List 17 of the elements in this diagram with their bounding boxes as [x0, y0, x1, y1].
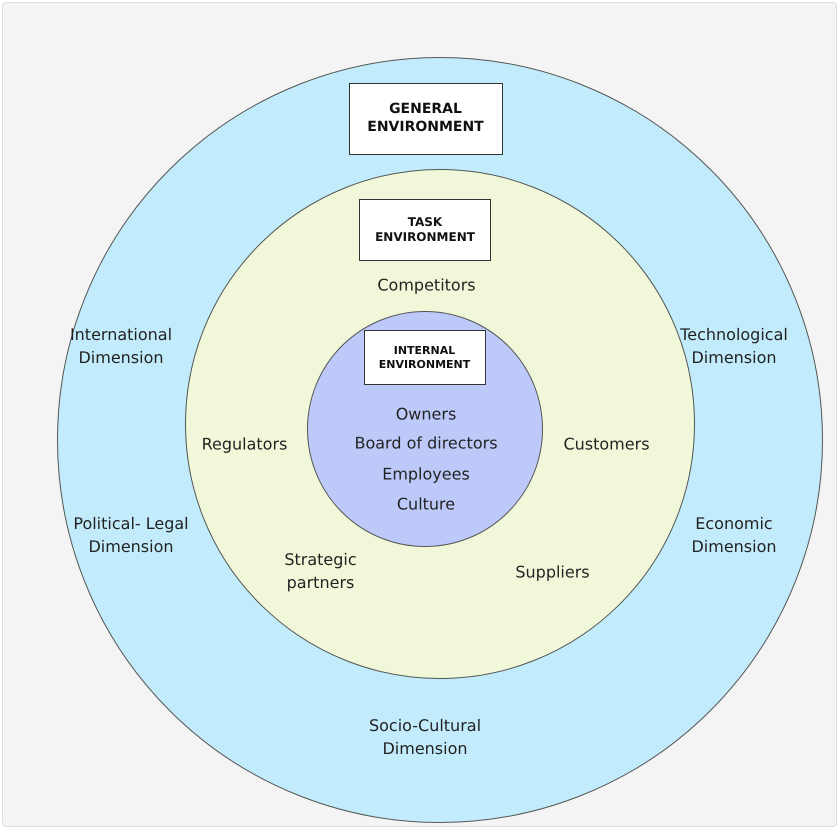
- factor-label: Regulators: [200, 432, 288, 455]
- factor-label: Board of directors: [353, 432, 499, 454]
- factor-label: Socio-Cultural Dimension: [368, 714, 482, 760]
- environment-heading: INTERNAL ENVIRONMENT: [364, 330, 486, 385]
- factor-label: Economic Dimension: [690, 512, 778, 558]
- factor-label: Culture: [396, 493, 456, 516]
- environment-heading: TASK ENVIRONMENT: [359, 199, 491, 261]
- factor-label: Strategic partners: [283, 548, 358, 594]
- factor-label: Owners: [394, 403, 458, 426]
- factor-label: Competitors: [376, 274, 477, 296]
- factor-label: Suppliers: [514, 560, 591, 583]
- factor-label: Technological Dimension: [679, 324, 789, 369]
- factor-label: Employees: [381, 463, 471, 486]
- factor-label: Political- Legal Dimension: [72, 512, 190, 558]
- factor-label: International Dimension: [68, 324, 174, 369]
- factor-label: Customers: [562, 432, 651, 455]
- environment-heading: GENERAL ENVIRONMENT: [348, 82, 502, 154]
